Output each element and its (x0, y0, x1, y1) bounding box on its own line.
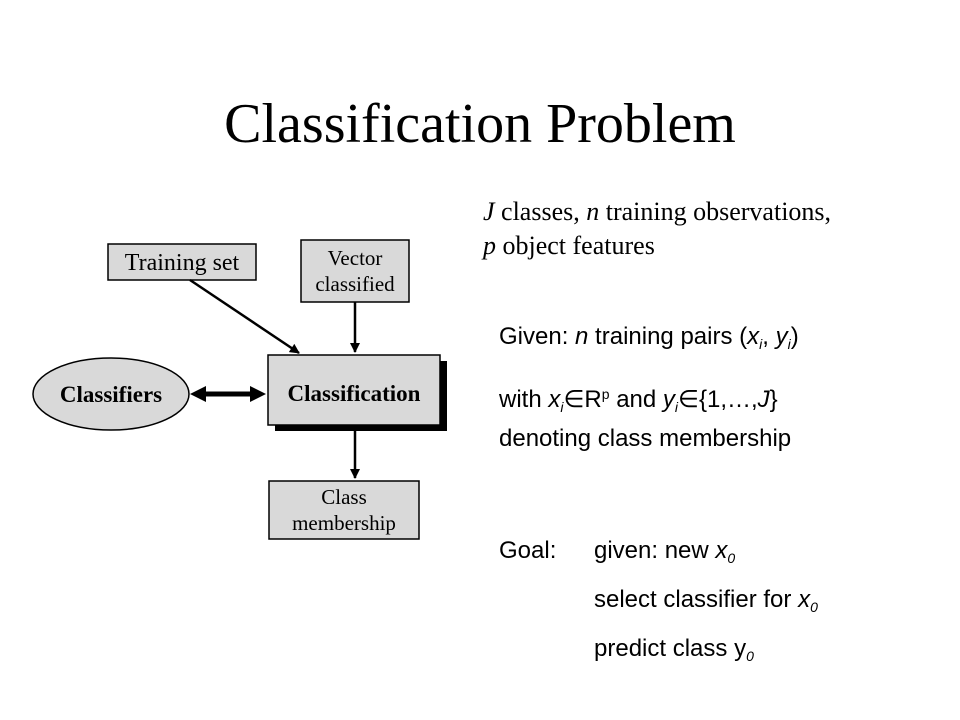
class-membership-line2: membership (292, 511, 396, 535)
classifiers-ellipse: Classifiers (32, 357, 190, 431)
goal-label: Goal: (499, 537, 557, 564)
parameters-line-1: J classes, n training observations, (483, 197, 832, 226)
training-set-label: Training set (125, 250, 240, 276)
arrow-training-to-classification (189, 278, 300, 355)
training-set-box: Training set (107, 243, 257, 281)
vector-label-line2: classified (315, 272, 395, 296)
classification-label: Classification (288, 381, 421, 406)
given-line-1: Given: n training pairs (xi, yi) (499, 323, 799, 352)
vector-label-line1: Vector (328, 246, 383, 270)
given-line-3: denoting class membership (499, 425, 792, 452)
vector-classified-box: Vector classified (300, 239, 410, 303)
classifiers-label: Classifiers (60, 382, 162, 407)
class-membership-line1: Class (321, 485, 367, 509)
double-arrow-classifiers-classification (190, 386, 266, 402)
goal-line-2: select classifier for x0 (594, 586, 818, 615)
problem-parameters: J classes, n training observations, p ob… (483, 195, 831, 263)
parameters-line-2: p object features (483, 231, 655, 260)
goal-line-3: predict class y0 (594, 635, 754, 664)
classification-box: Classification (267, 354, 447, 431)
class-membership-box: Class membership (268, 480, 420, 540)
slide-title: Classification Problem (224, 93, 736, 155)
given-line-2: with xi∈Rp and yi∈{1,…,J} (499, 386, 778, 415)
goal-line-1: given: new x0 (594, 537, 736, 566)
